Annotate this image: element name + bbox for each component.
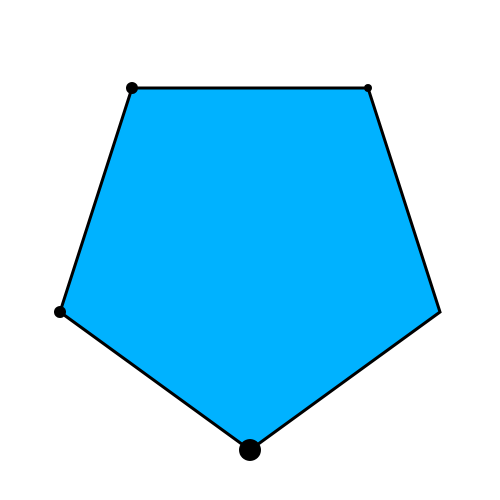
vertex-markers (54, 82, 372, 461)
left-vertex-marker (54, 306, 66, 318)
pentagon-shape (58, 86, 442, 452)
bottom-vertex-marker (239, 439, 261, 461)
top-left-vertex-marker (126, 82, 138, 94)
top-right-vertex-marker (364, 84, 372, 92)
